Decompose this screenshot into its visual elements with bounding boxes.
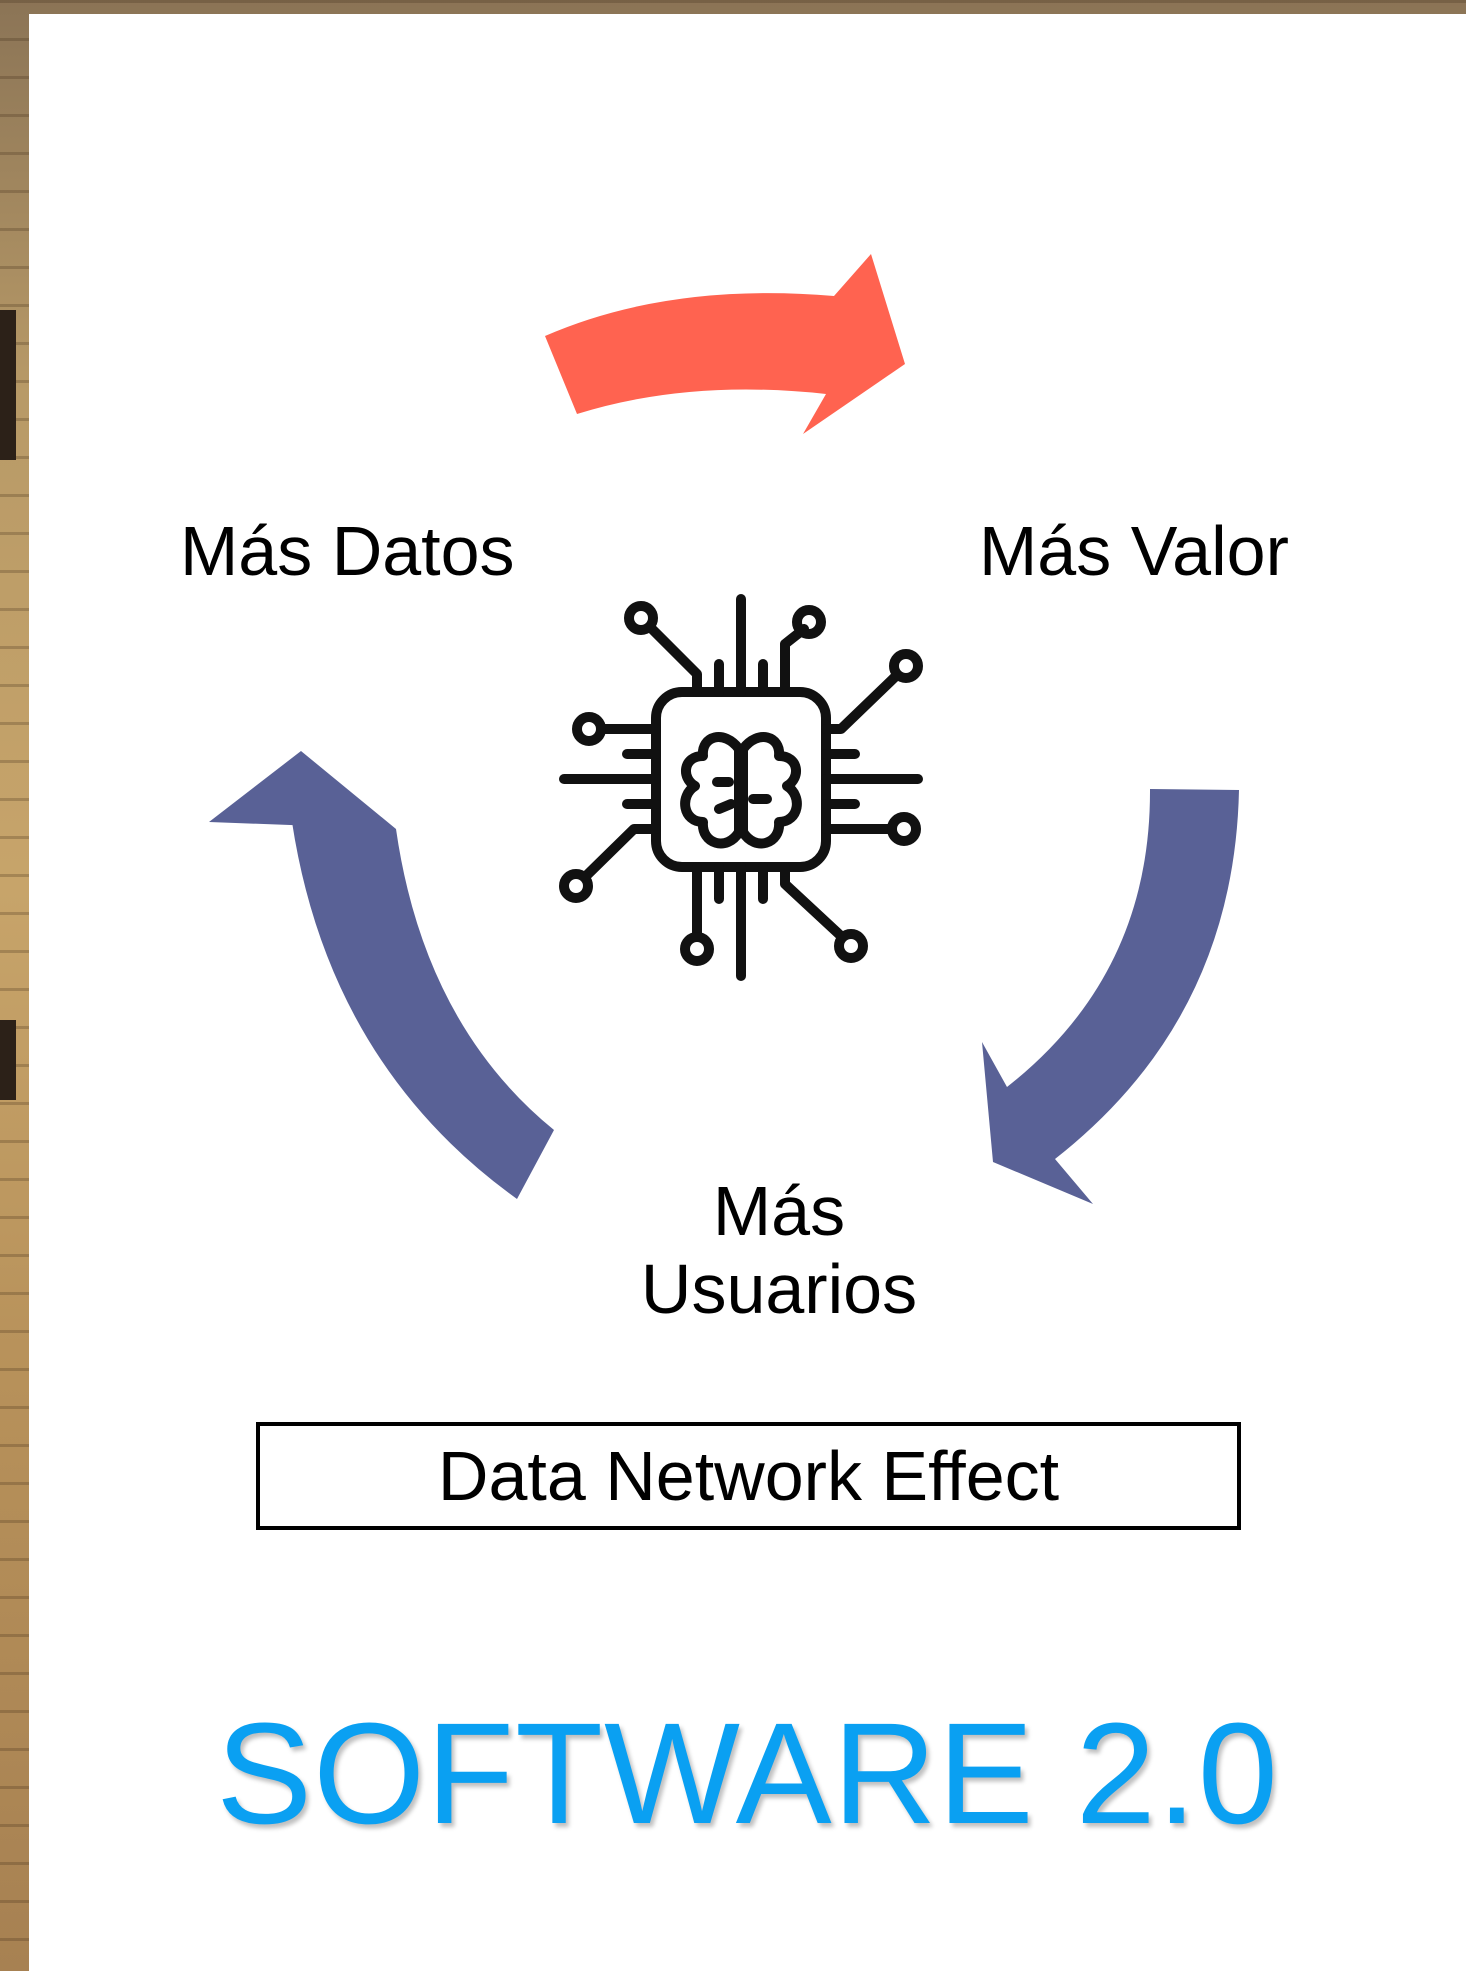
node-mas-datos: Más Datos [180,512,515,590]
page-title: SOFTWARE 2.0 [216,1693,1279,1854]
slide-card: Más Datos Más Valor Más Usuarios Data Ne… [29,14,1466,1971]
background-window-slot [0,310,16,460]
arrow-datos-to-valor [545,254,905,434]
effect-label: Data Network Effect [437,1437,1060,1515]
node-mas-usuarios: Más Usuarios [640,1172,918,1328]
arrow-valor-to-usuarios [982,789,1239,1204]
ai-chip-brain-icon [559,594,923,981]
effect-label-box: Data Network Effect [256,1422,1241,1530]
arrow-usuarios-to-datos [209,751,554,1199]
node-mas-valor: Más Valor [979,512,1289,590]
background-window-slot [0,1020,16,1100]
cycle-diagram [209,254,1239,1204]
